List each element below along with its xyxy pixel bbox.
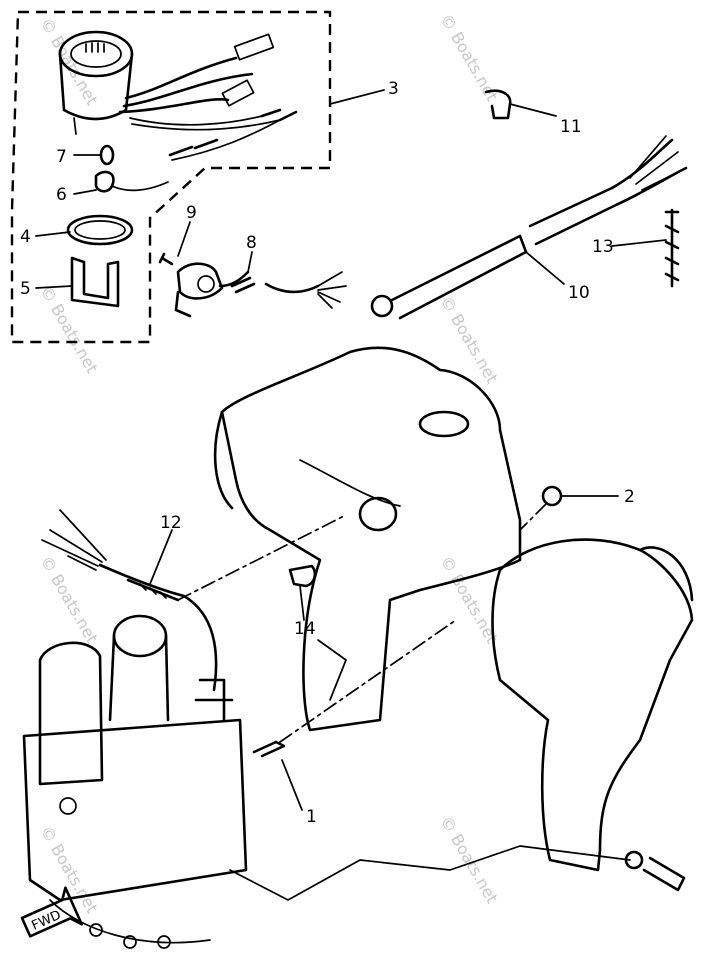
callouts: 1 2 3 4 5 6 7 8 9 10 11 12 13 14 <box>20 79 635 827</box>
callout-13: 13 <box>592 237 614 257</box>
callout-12: 12 <box>160 513 182 533</box>
watermark: © Boats.net <box>37 823 102 917</box>
watermark: © Boats.net <box>37 553 102 647</box>
callout-1: 1 <box>306 807 317 827</box>
wire-clip <box>288 564 317 588</box>
grommet <box>541 485 563 507</box>
callout-6: 6 <box>56 185 67 205</box>
callout-3: 3 <box>388 79 399 99</box>
callout-7: 7 <box>56 147 67 167</box>
callout-8: 8 <box>246 233 257 253</box>
callout-4: 4 <box>20 227 31 247</box>
leader-lines <box>35 89 667 811</box>
callout-5: 5 <box>20 279 31 299</box>
watermark: © Boats.net <box>437 813 502 907</box>
bolt <box>252 740 286 758</box>
remote-control-cable <box>370 135 688 320</box>
assembly-lines <box>177 503 631 901</box>
callout-11: 11 <box>560 117 582 137</box>
screw-9 <box>158 252 174 266</box>
callout-14: 14 <box>294 619 316 639</box>
watermark: © Boats.net <box>437 293 502 387</box>
watermark: © Boats.net <box>37 15 102 109</box>
clamp-ring <box>66 214 134 246</box>
o-ring <box>99 144 115 166</box>
transom-bracket <box>213 346 522 732</box>
callout-2: 2 <box>624 487 635 507</box>
trim-switch <box>174 262 347 318</box>
cable-clip <box>484 89 512 120</box>
meter-bracket <box>70 256 120 308</box>
cap <box>94 170 169 193</box>
callout-10: 10 <box>568 283 590 303</box>
power-trim-unit <box>22 614 248 949</box>
callout-9: 9 <box>186 203 197 223</box>
bracket-sleeve <box>358 496 398 532</box>
trim-meter <box>58 30 298 161</box>
swivel-bracket <box>491 538 694 872</box>
meter-kit-boundary <box>10 10 332 344</box>
screw-13 <box>664 208 680 288</box>
swivel-pin <box>624 850 686 892</box>
